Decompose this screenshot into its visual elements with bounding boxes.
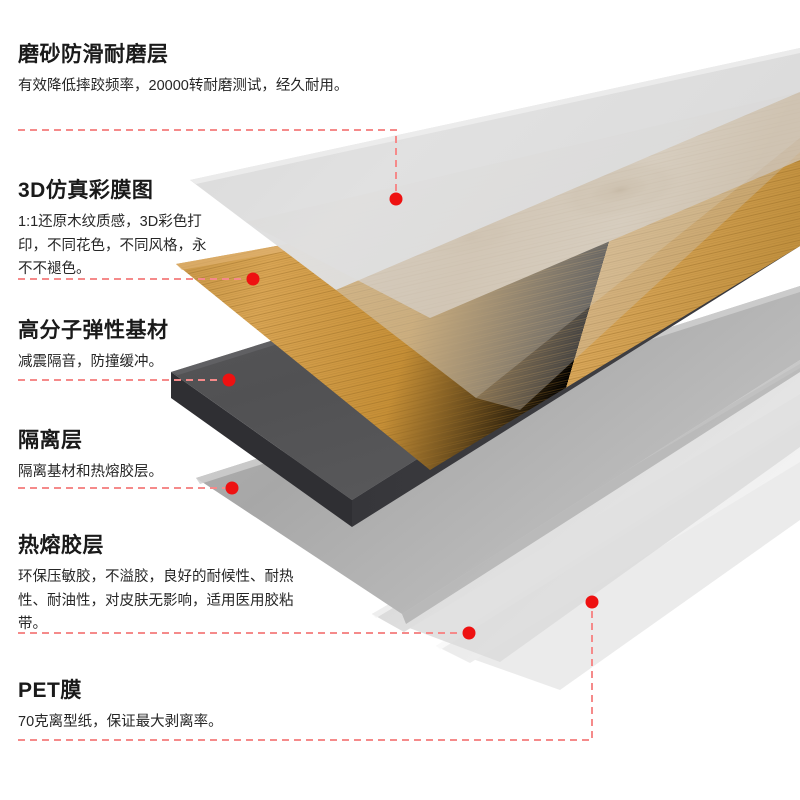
layer-shape-decor-film bbox=[176, 92, 800, 470]
layer-desc-decor-film: 1:1还原木纹质感，3D彩色打印，不同花色，不同风格，永不不褪色。 bbox=[18, 214, 207, 278]
annotation-wear-layer: 磨砂防滑耐磨层 有效降低摔跤频率，20000转耐磨测试，经久耐用。 bbox=[18, 42, 348, 99]
leader-dot-hot-melt-adhesive bbox=[462, 626, 476, 640]
leader-dot-wear-layer bbox=[389, 192, 403, 206]
layer-title-pet-film: PET膜 bbox=[18, 679, 82, 702]
leader-dot-isolation bbox=[225, 481, 239, 495]
layer-shape-pet-film bbox=[436, 420, 800, 690]
layer-title-wear-layer: 磨砂防滑耐磨层 bbox=[18, 43, 169, 66]
annotation-pet-film: PET膜 70克离型纸，保证最大剥离率。 bbox=[18, 678, 223, 735]
layer-title-isolation: 隔离层 bbox=[18, 429, 83, 452]
layer-desc-wear-layer: 有效降低摔跤频率，20000转耐磨测试，经久耐用。 bbox=[18, 78, 349, 95]
layer-shape-wear-layer bbox=[190, 48, 800, 410]
layer-title-polymer-core: 高分子弹性基材 bbox=[18, 319, 169, 342]
layer-desc-hot-melt-adhesive: 环保压敏胶，不溢胶，良好的耐候性、耐热性、耐油性，对皮肤无影响，适用医用胶粘带。 bbox=[18, 569, 294, 633]
annotation-polymer-core: 高分子弹性基材 减震隔音，防撞缓冲。 bbox=[18, 318, 169, 375]
leader-line-polymer-core bbox=[18, 373, 236, 387]
layer-shape-hot-melt-adhesive bbox=[372, 364, 800, 662]
layer-title-hot-melt-adhesive: 热熔胶层 bbox=[18, 534, 104, 557]
leader-dot-decor-film bbox=[246, 272, 260, 286]
leader-dot-pet-film bbox=[585, 595, 599, 609]
leader-dot-polymer-core bbox=[222, 373, 236, 387]
layer-desc-isolation: 隔离基材和热熔胶层。 bbox=[18, 464, 163, 481]
annotation-decor-film: 3D仿真彩膜图 1:1还原木纹质感，3D彩色打印，不同花色，不同风格，永不不褪色… bbox=[18, 178, 214, 282]
layer-desc-pet-film: 70克离型纸，保证最大剥离率。 bbox=[18, 714, 223, 731]
layer-shape-polymer-core bbox=[171, 176, 800, 527]
annotation-isolation: 隔离层 隔离基材和热熔胶层。 bbox=[18, 428, 163, 485]
layer-desc-polymer-core: 减震隔音，防撞缓冲。 bbox=[18, 354, 163, 371]
annotation-hot-melt-adhesive: 热熔胶层 环保压敏胶，不溢胶，良好的耐候性、耐热性、耐油性，对皮肤无影响，适用医… bbox=[18, 533, 308, 637]
layer-title-decor-film: 3D仿真彩膜图 bbox=[18, 179, 154, 202]
